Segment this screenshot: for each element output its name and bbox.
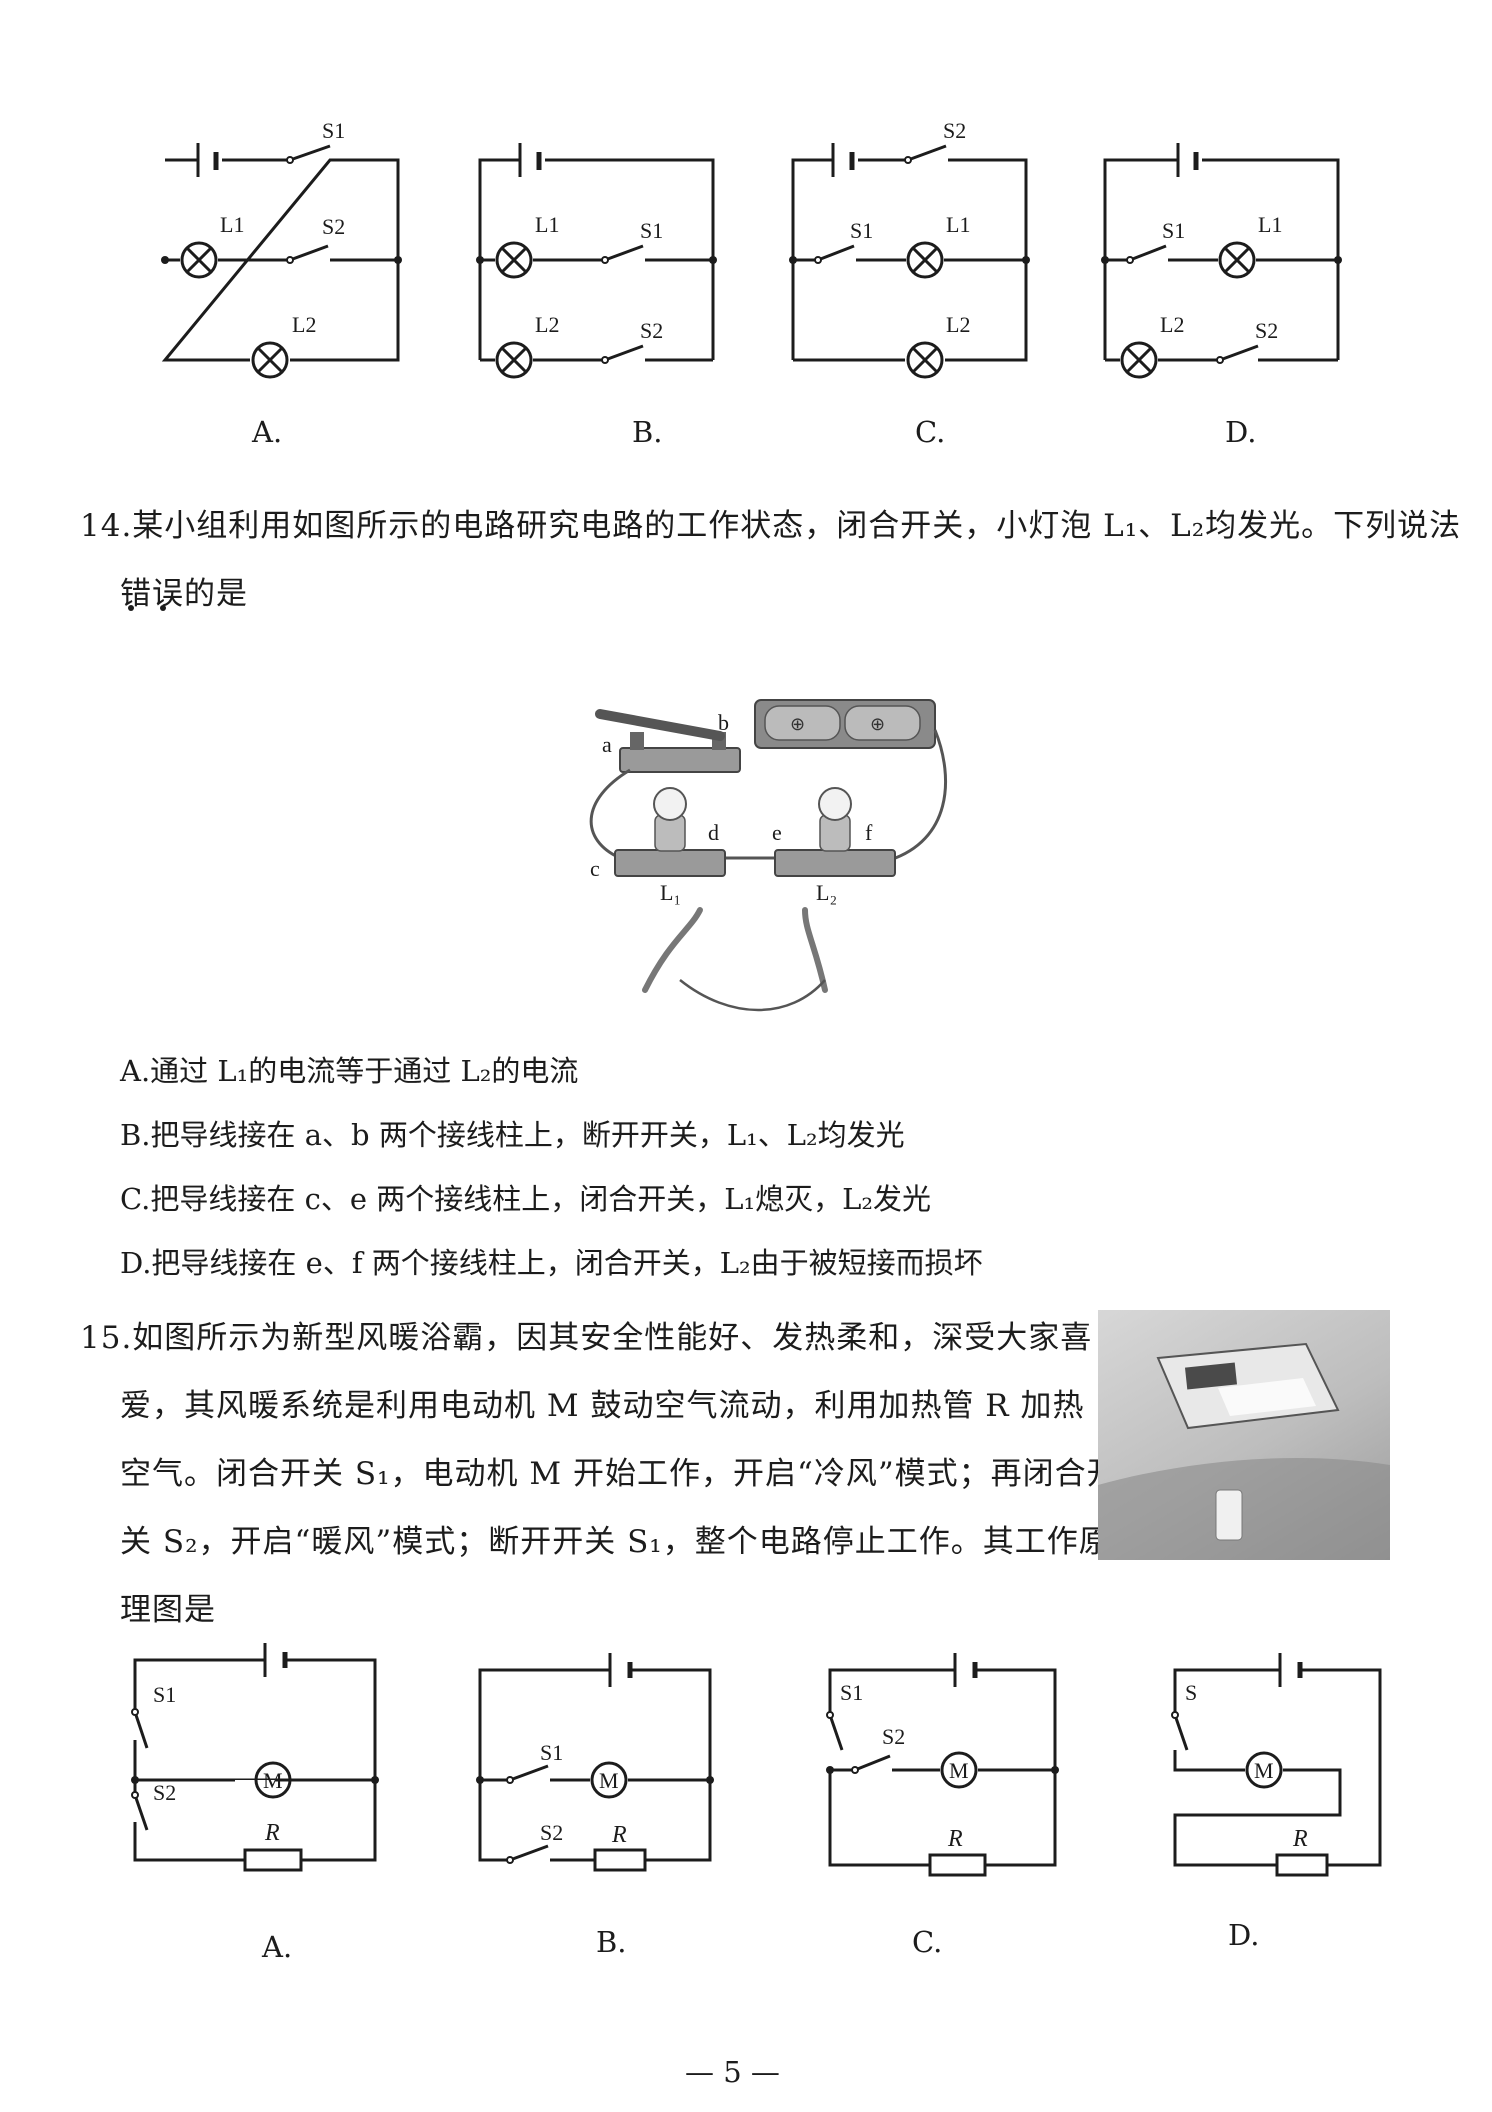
motor-m bbox=[254, 1761, 292, 1799]
top-circuit-c: S2 S1 L1 L2 bbox=[789, 118, 1030, 379]
lamp-l2-label: L2 bbox=[292, 312, 316, 337]
switch-s2-label: S2 bbox=[153, 1780, 176, 1805]
lamp-l1-label: L1 bbox=[946, 212, 970, 237]
svg-text:⊕: ⊕ bbox=[870, 714, 885, 735]
switch-s-label: S bbox=[1185, 1680, 1197, 1705]
q15-stem-line1: 15.如图所示为新型风暖浴霸，因其安全性能好、发热柔和，深受大家喜 bbox=[80, 1320, 1093, 1356]
switch-s1-label: S1 bbox=[1162, 218, 1185, 243]
switch-s1-label: S1 bbox=[322, 118, 345, 143]
motor-m bbox=[590, 1761, 628, 1799]
lamp-l2 bbox=[251, 341, 289, 379]
resistor-r-label: R bbox=[1292, 1826, 1308, 1852]
top-option-d: D. bbox=[1225, 415, 1257, 449]
emphasis-dot bbox=[160, 605, 166, 611]
q15-stem-line5: 理图是 bbox=[120, 1592, 216, 1628]
page-number: — 5 — bbox=[685, 2055, 780, 2089]
top-option-b: B. bbox=[632, 415, 663, 449]
resistor-r-label: R bbox=[264, 1820, 280, 1846]
q15-option-d: D. bbox=[1228, 1918, 1260, 1952]
lamp-l1-label: L1 bbox=[220, 212, 244, 237]
lamp-l1 bbox=[180, 241, 218, 279]
top-circuit-b: L1 S1 L2 S2 bbox=[476, 143, 717, 379]
q14-option-c: C.把导线接在 c、e 两个接线柱上，闭合开关，L₁熄灭，L₂发光 bbox=[120, 1182, 931, 1216]
q14-option-d: D.把导线接在 e、f 两个接线柱上，闭合开关，L₂由于被短接而损坏 bbox=[120, 1246, 983, 1280]
switch-s1-label: S1 bbox=[640, 218, 663, 243]
q15-circuit-b: S1 M S2 R bbox=[476, 1653, 714, 1872]
q15-option-a: A. bbox=[262, 1930, 293, 1964]
q15-stem-line4: 关 S₂，开启“暖风”模式；断开开关 S₁，整个电路停止工作。其工作原 bbox=[120, 1524, 1111, 1560]
resistor-r-label: R bbox=[947, 1826, 963, 1852]
motor-m-label: M bbox=[1254, 1758, 1274, 1783]
top-circuit-a: S1 L1 S2 L2 bbox=[161, 118, 402, 379]
switch-s1-label: S1 bbox=[850, 218, 873, 243]
top-option-a: A. bbox=[252, 415, 283, 449]
motor-m-label: M bbox=[949, 1758, 969, 1783]
lamp-l2-label: L2 bbox=[1160, 312, 1184, 337]
q14-stem-line2: 错误的是 bbox=[120, 576, 248, 612]
q14-option-b: B.把导线接在 a、b 两个接线柱上，断开开关，L₁、L₂均发光 bbox=[120, 1118, 905, 1152]
terminal-c-label: c bbox=[590, 856, 600, 881]
switch-s2-label: S2 bbox=[943, 118, 966, 143]
lamp-l1-label: L1 bbox=[535, 212, 559, 237]
switch-s2-label: S2 bbox=[882, 1724, 905, 1749]
lamp-l1-photo-label: L₁ bbox=[660, 880, 681, 905]
q15-stem-line2: 爱，其风暖系统是利用电动机 M 鼓动空气流动，利用加热管 R 加热 bbox=[120, 1388, 1085, 1424]
lamp-l2-label: L2 bbox=[535, 312, 559, 337]
top-option-c: C. bbox=[915, 415, 946, 449]
q14-stem-line1: 14.某小组利用如图所示的电路研究电路的工作状态，闭合开关，小灯泡 L₁、L₂均… bbox=[80, 508, 1462, 544]
switch-s2-label: S2 bbox=[640, 318, 663, 343]
bathroom-heater-photo bbox=[1098, 1310, 1390, 1560]
switch-s1-label: S1 bbox=[540, 1740, 563, 1765]
q15-circuit-a: S1 M S2 R bbox=[131, 1643, 379, 1872]
q14-option-a: A.通过 L₁的电流等于通过 L₂的电流 bbox=[120, 1054, 579, 1088]
q15-circuit-d: S M R bbox=[1171, 1653, 1382, 1877]
q15-stem-line3: 空气。闭合开关 S₁，电动机 M 开始工作，开启“冷风”模式；再闭合开 bbox=[120, 1456, 1119, 1492]
top-circuit-d: S1 L1 L2 S2 bbox=[1101, 143, 1342, 379]
lamp-l2-label: L2 bbox=[946, 312, 970, 337]
terminal-e-label: e bbox=[772, 820, 782, 845]
switch-s2-label: S2 bbox=[322, 214, 345, 239]
q15-circuit-c: S1 S2 M R bbox=[826, 1653, 1059, 1877]
lamp-l1-label: L1 bbox=[1258, 212, 1282, 237]
lamp-l2-photo-label: L₂ bbox=[816, 880, 837, 905]
motor-m bbox=[1245, 1751, 1283, 1789]
emphasis-dot bbox=[128, 605, 134, 611]
resistor-r-label: R bbox=[611, 1822, 627, 1848]
motor-m-label: M bbox=[263, 1768, 283, 1793]
terminal-a-label: a bbox=[602, 732, 612, 757]
q14-circuit-photo: a b ⊕ ⊕ c d L₁ e f L₂ bbox=[589, 699, 947, 1012]
terminal-f-label: f bbox=[865, 820, 873, 845]
switch-s2-label: S2 bbox=[1255, 318, 1278, 343]
switch-s2-label: S2 bbox=[540, 1820, 563, 1845]
switch-s1-label: S1 bbox=[153, 1682, 176, 1707]
q15-option-c: C. bbox=[912, 1925, 943, 1959]
switch-s1-label: S1 bbox=[840, 1680, 863, 1705]
motor-m bbox=[940, 1751, 978, 1789]
motor-m-label: M bbox=[599, 1768, 619, 1793]
q15-option-b: B. bbox=[596, 1925, 627, 1959]
terminal-d-label: d bbox=[708, 820, 719, 845]
svg-text:⊕: ⊕ bbox=[790, 714, 805, 735]
terminal-b-label: b bbox=[718, 710, 729, 735]
